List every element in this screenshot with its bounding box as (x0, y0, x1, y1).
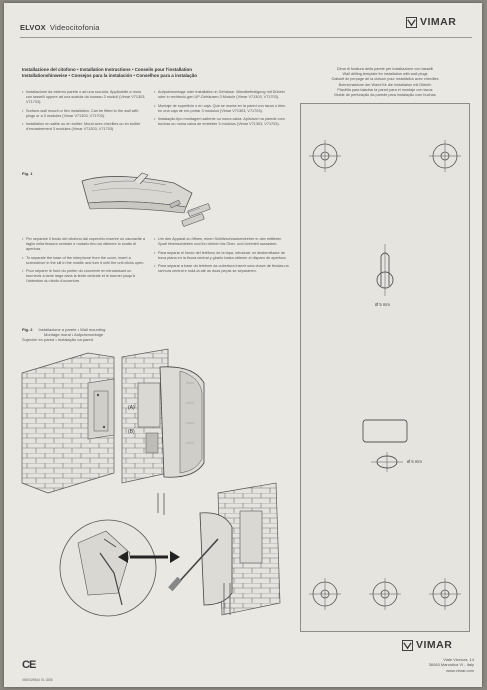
paragraph-it-mount: Installazione da esterno parete o ad una… (22, 90, 147, 105)
address-website: www.vimar.com (446, 667, 474, 673)
vimar-logo-bottom: VIMAR (402, 639, 452, 651)
template-title-en: Wall drilling template for installation … (342, 72, 428, 77)
fig2-line-1: Installazione a parete • Wall mounting (38, 327, 106, 332)
drill-hole-bottom-right (429, 578, 461, 610)
paragraph-it-open: Per separare il fondo del citofono dal c… (22, 237, 147, 252)
text-column-d: Um den Apparat zu öffnen, einen Schlitzs… (154, 237, 289, 278)
detail-circle-left (59, 519, 157, 617)
fig2-line-2: Montage mural • Aufputzmontage (44, 332, 104, 337)
paragraph-pt-open: Para separar a base do telefone da cober… (154, 264, 289, 274)
interphone-mounted (145, 366, 205, 515)
cable-slot (362, 419, 408, 443)
pull-apart-arrow-icon (118, 551, 180, 563)
drilling-template-drawing (309, 140, 461, 610)
vimar-mark-icon (402, 639, 413, 651)
template-title-fr: Gabarit de perçage de la cloison pour in… (331, 77, 439, 82)
oval-hole (371, 452, 403, 472)
callout-b: (B) (128, 429, 135, 435)
screwdriver-icon (169, 199, 181, 209)
paragraph-de-mount: Aufputzmontage oder Installation in Gehä… (154, 90, 289, 100)
text-column-c: Per separare il fondo del citofono dal c… (22, 237, 147, 288)
fig1-label: Fig. 1 (22, 171, 33, 176)
paragraph-pt-mount: Instalação tipo montagem saliente ou num… (154, 117, 289, 127)
document-code: 49400259A0 01 1808 (22, 678, 53, 682)
template-title: Dima di foratura della parete per instal… (300, 67, 470, 98)
company-address: Viale Vicenza, 14 36063 Marostica VI - I… (402, 657, 474, 673)
brick-wall-left (21, 352, 115, 494)
drill-hole-top-left (309, 140, 341, 172)
keyhole-hole (376, 244, 394, 296)
brand-elvox: ELVOX (20, 23, 46, 32)
template-title-de: Bohrschablone der Wand für die Installat… (338, 82, 432, 87)
ce-mark: CE (22, 659, 36, 671)
text-column-a: Installazione da esterno parete o ad una… (22, 90, 147, 136)
hole-diameter-label-oval: Ø 5 mm (407, 459, 422, 464)
fig2-illustration: (A) (B) (21, 348, 281, 617)
template-title-es: Plantilla para taladrar la pared para el… (337, 87, 433, 92)
wall-plug-icon (181, 203, 211, 227)
header-rule (20, 37, 472, 38)
vimar-mark-icon (406, 16, 417, 28)
paragraph-fr-open: Pour séparer le fond du portier du couve… (22, 269, 147, 284)
address-city: 36063 Marostica VI - Italy (428, 662, 474, 668)
fig2-label: Fig. 2 (22, 327, 33, 332)
drill-hole-bottom-left (309, 578, 341, 610)
address-street: Viale Vicenza, 14 (443, 657, 474, 662)
drilling-template: Ø 5 mm Ø 5 mm (300, 103, 470, 632)
installation-title-line-2: Installationshinweise • Consejos para la… (22, 73, 197, 78)
fig2-caption: Fig. 2 Installazione a parete • Wall moun… (22, 327, 105, 342)
vimar-logo-top: VIMAR (406, 16, 456, 28)
fig2-line-3: Sujeción en pared • Instalação na pared (22, 337, 94, 342)
hole-diameter-label-keyhole: Ø 5 mm (375, 302, 390, 307)
paragraph-de-open: Um den Apparat zu öffnen, einen Schlitzs… (154, 237, 289, 247)
drill-hole-bottom-center (369, 578, 401, 610)
callout-a: (A) (128, 405, 135, 411)
vimar-logo-bottom-text: VIMAR (416, 639, 453, 651)
interphone-body (81, 172, 193, 214)
installation-title: Installazione del citofono • Installatio… (22, 67, 286, 79)
text-column-b: Aufputzmontage oder Installation in Gehä… (154, 90, 289, 131)
paragraph-en-mount: Surface-wall mount or flex installation.… (22, 109, 147, 119)
template-title-pt: Molde de perfuração da parede para insta… (334, 93, 436, 98)
paragraph-fr-mount: Installation en saillie ou en boîtier. M… (22, 122, 147, 132)
paragraph-es-mount: Montaje de superficie o en caja. Que se … (154, 104, 289, 114)
fig1-illustration (81, 172, 211, 227)
brick-wall-bottom-right (199, 482, 281, 616)
vimar-logo-text: VIMAR (420, 16, 457, 28)
drill-hole-top-right (429, 140, 461, 172)
brand-subtitle: Videocitofonia (49, 23, 100, 32)
paragraph-en-open: To separate the base of the interphone f… (22, 256, 147, 266)
installation-title-line-1: Installazione del citofono • Installatio… (22, 67, 192, 72)
template-title-it: Dima di foratura della parete per instal… (336, 67, 434, 71)
paragraph-es-open: Para separar el fondo del teléfono de la… (154, 251, 289, 261)
screwdriver-bottom-icon (168, 538, 219, 592)
